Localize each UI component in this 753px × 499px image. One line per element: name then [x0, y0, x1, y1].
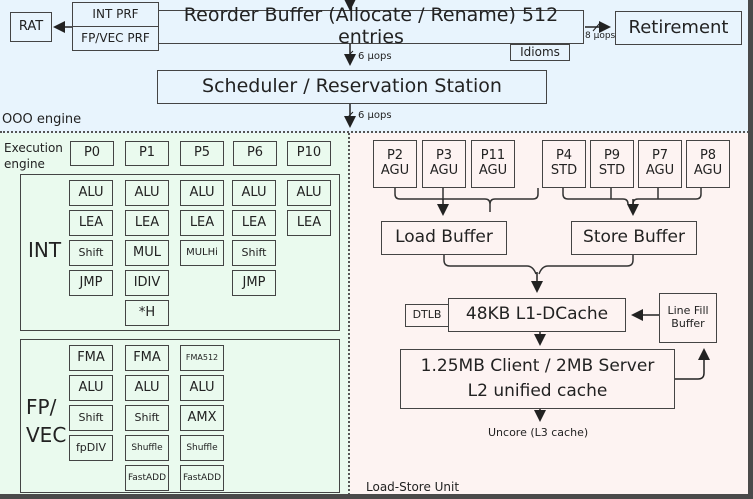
ooo-engine-region: [0, 0, 753, 133]
rat-box: RAT: [10, 12, 52, 42]
fpvec-unit-alu: ALU: [180, 375, 224, 401]
execution-engine-label-line1: Execution: [4, 141, 63, 155]
l2-cache-box: 1.25MB Client / 2MB Server L2 unified ca…: [400, 349, 675, 409]
fpvec-label-line2: VEC: [26, 423, 67, 447]
dtlb-box: DTLB: [405, 304, 449, 327]
int-unit-shift: Shift: [232, 240, 276, 266]
port-unit: AGU: [478, 163, 508, 178]
port-p1: P1: [125, 141, 169, 166]
port-p0: P0: [70, 141, 114, 166]
fpvec-unit-shuffle: Shuffle: [125, 435, 169, 461]
line-fill-buffer-box: Line Fill Buffer: [659, 293, 717, 343]
port-unit: AGU: [429, 163, 459, 178]
execution-engine-label-line2: engine: [4, 157, 45, 171]
port-unit: STD: [598, 163, 626, 178]
load-store-unit-label: Load-Store Unit: [366, 480, 460, 494]
fpvec-unit-shift: Shift: [125, 405, 169, 431]
alloc-width-label: 6 μops: [358, 51, 392, 62]
uncore-label: Uncore (L3 cache): [488, 426, 589, 439]
int-unit-jmp: JMP: [69, 270, 113, 296]
int-unit-lea: LEA: [69, 210, 113, 236]
frame-bottom-edge: [0, 494, 753, 499]
fpvec-unit-fma512: FMA512: [180, 345, 224, 371]
l1-dcache-box: 48KB L1-DCache: [448, 298, 626, 332]
l2-label-line2: L2 unified cache: [467, 381, 608, 401]
port-id: P3: [435, 148, 453, 164]
port-unit: STD: [550, 163, 578, 178]
int-unit-lea: LEA: [125, 210, 169, 236]
fpvec-unit-fastadd: FastADD: [125, 465, 169, 491]
retire-width-label: 8 μops: [585, 31, 616, 41]
port-id: P7: [651, 148, 669, 164]
port-id: P2: [386, 148, 404, 164]
l2-label-line1: 1.25MB Client / 2MB Server: [420, 356, 655, 377]
fpvec-unit-fma: FMA: [125, 345, 169, 371]
int-unit-shift: Shift: [69, 240, 113, 266]
line-fill-label-line2: Buffer: [671, 317, 705, 330]
port-unit: AGU: [693, 163, 723, 178]
exec-lsu-divider: [348, 133, 350, 499]
int-unit-jmp: JMP: [232, 270, 276, 296]
fpvec-unit-fastadd: FastADD: [180, 465, 224, 491]
fpvec-unit-fpdiv: fpDIV: [69, 435, 113, 461]
retirement-box: Retirement: [615, 11, 742, 45]
ooo-boundary-divider: [0, 131, 753, 133]
int-unit-lea: LEA: [232, 210, 276, 236]
fpvec-unit-fma: FMA: [69, 345, 113, 371]
fpvec-unit-group: [20, 339, 340, 493]
int-unit-mul: MUL: [125, 240, 169, 266]
dispatch-width-label: 6 μops: [358, 110, 392, 121]
port-p10: P10: [287, 141, 331, 166]
load-buffer-box: Load Buffer: [381, 221, 507, 255]
port-unit: AGU: [380, 163, 410, 178]
port-id: P8: [699, 148, 717, 164]
port-id: P9: [603, 148, 621, 164]
int-prf-box: INT PRF: [72, 2, 159, 27]
int-unit-mulhi: MULHi: [180, 240, 224, 266]
fpvec-unit-alu: ALU: [69, 375, 113, 401]
fpvec-unit-shift: Shift: [69, 405, 113, 431]
int-unit-alu: ALU: [287, 180, 331, 206]
frame-right-edge: [748, 0, 753, 499]
ooo-engine-label: OOO engine: [2, 112, 82, 127]
reorder-buffer-box: Reorder Buffer (Allocate / Rename) 512 e…: [158, 4, 584, 48]
int-unit-idiv: IDIV: [125, 270, 169, 296]
int-unit-group: [20, 174, 340, 331]
int-unit-h: *H: [125, 300, 169, 326]
port-p5: P5: [180, 141, 224, 166]
store-buffer-box: Store Buffer: [571, 221, 697, 255]
fpvec-unit-alu: ALU: [125, 375, 169, 401]
fpvec-unit-amx: AMX: [180, 405, 224, 431]
port-unit: AGU: [645, 163, 675, 178]
port-id: P11: [480, 148, 506, 164]
port-p6: P6: [233, 141, 277, 166]
int-unit-alu: ALU: [180, 180, 224, 206]
idioms-box: Idioms: [510, 44, 570, 61]
int-label: INT: [28, 238, 62, 262]
int-unit-alu: ALU: [69, 180, 113, 206]
fpvec-unit-shuffle: Shuffle: [180, 435, 224, 461]
port-id: P4: [555, 148, 573, 164]
fp-vec-prf-box: FP/VEC PRF: [72, 26, 159, 51]
int-unit-alu: ALU: [232, 180, 276, 206]
scheduler-box: Scheduler / Reservation Station: [157, 70, 547, 104]
line-fill-label-line1: Line Fill: [667, 304, 709, 318]
execution-engine-region: [0, 133, 350, 499]
int-unit-lea: LEA: [180, 210, 224, 236]
int-unit-lea: LEA: [287, 210, 331, 236]
int-unit-alu: ALU: [125, 180, 169, 206]
fpvec-label-line1: FP/: [26, 395, 57, 419]
